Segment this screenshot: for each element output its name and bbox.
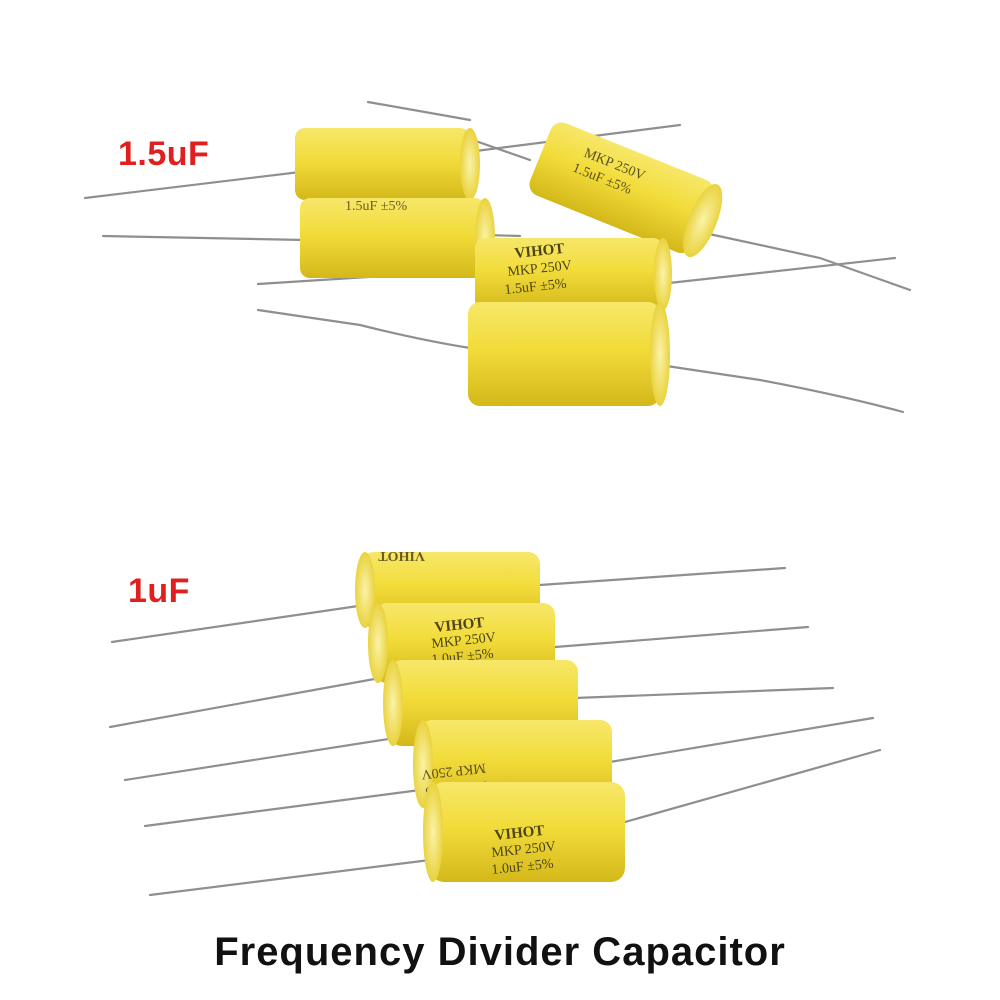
product-caption: Frequency Divider Capacitor (214, 930, 786, 974)
capacitor-group-1-5uf: MKP 250V 1.5uF ±5% 1.5uF ±5% VIHOT MKP 2… (83, 100, 912, 414)
capacity-label-1uf: 1uF (128, 572, 190, 610)
capacitor-marking-type: MKP 250V (507, 258, 573, 280)
capacitor (468, 302, 670, 406)
capacitor-marking-type: MKP 250V (431, 630, 497, 652)
capacitor-marking-brand: VIHOT (494, 823, 545, 844)
svg-text:1.5uF ±5%: 1.5uF ±5% (345, 199, 407, 214)
svg-text:VIHOT: VIHOT (378, 548, 425, 563)
capacity-label-1-5uf: 1.5uF (118, 135, 210, 173)
capacitor-labelled: VIHOT MKP 250V 1.5uF ±5% (475, 238, 672, 310)
capacitor-labelled: VIHOT MKP 250V 1.0uF ±5% (423, 782, 625, 882)
capacitor-marking-type: MKP 250V (491, 839, 557, 861)
capacitor-marking-brand: VIHOT (514, 241, 565, 262)
capacitor-marking-brand: VIHOT (434, 615, 485, 636)
capacitor: MKP 250V 1.5uF ±5% (529, 122, 723, 258)
capacitor: 1.5uF ±5% (300, 198, 495, 278)
svg-text:MKP 250V: MKP 250V (421, 760, 487, 782)
capacitor-marking-value: 1.0uF ±5% (491, 857, 555, 878)
capacitor-marking-value: 1.5uF ±5% (504, 277, 568, 298)
capacitor (295, 128, 480, 200)
capacitor-group-1uf: VIHOT VIHOT MKP 250V 1.0uF ±5% 1.0uF ±5%… (108, 548, 882, 897)
